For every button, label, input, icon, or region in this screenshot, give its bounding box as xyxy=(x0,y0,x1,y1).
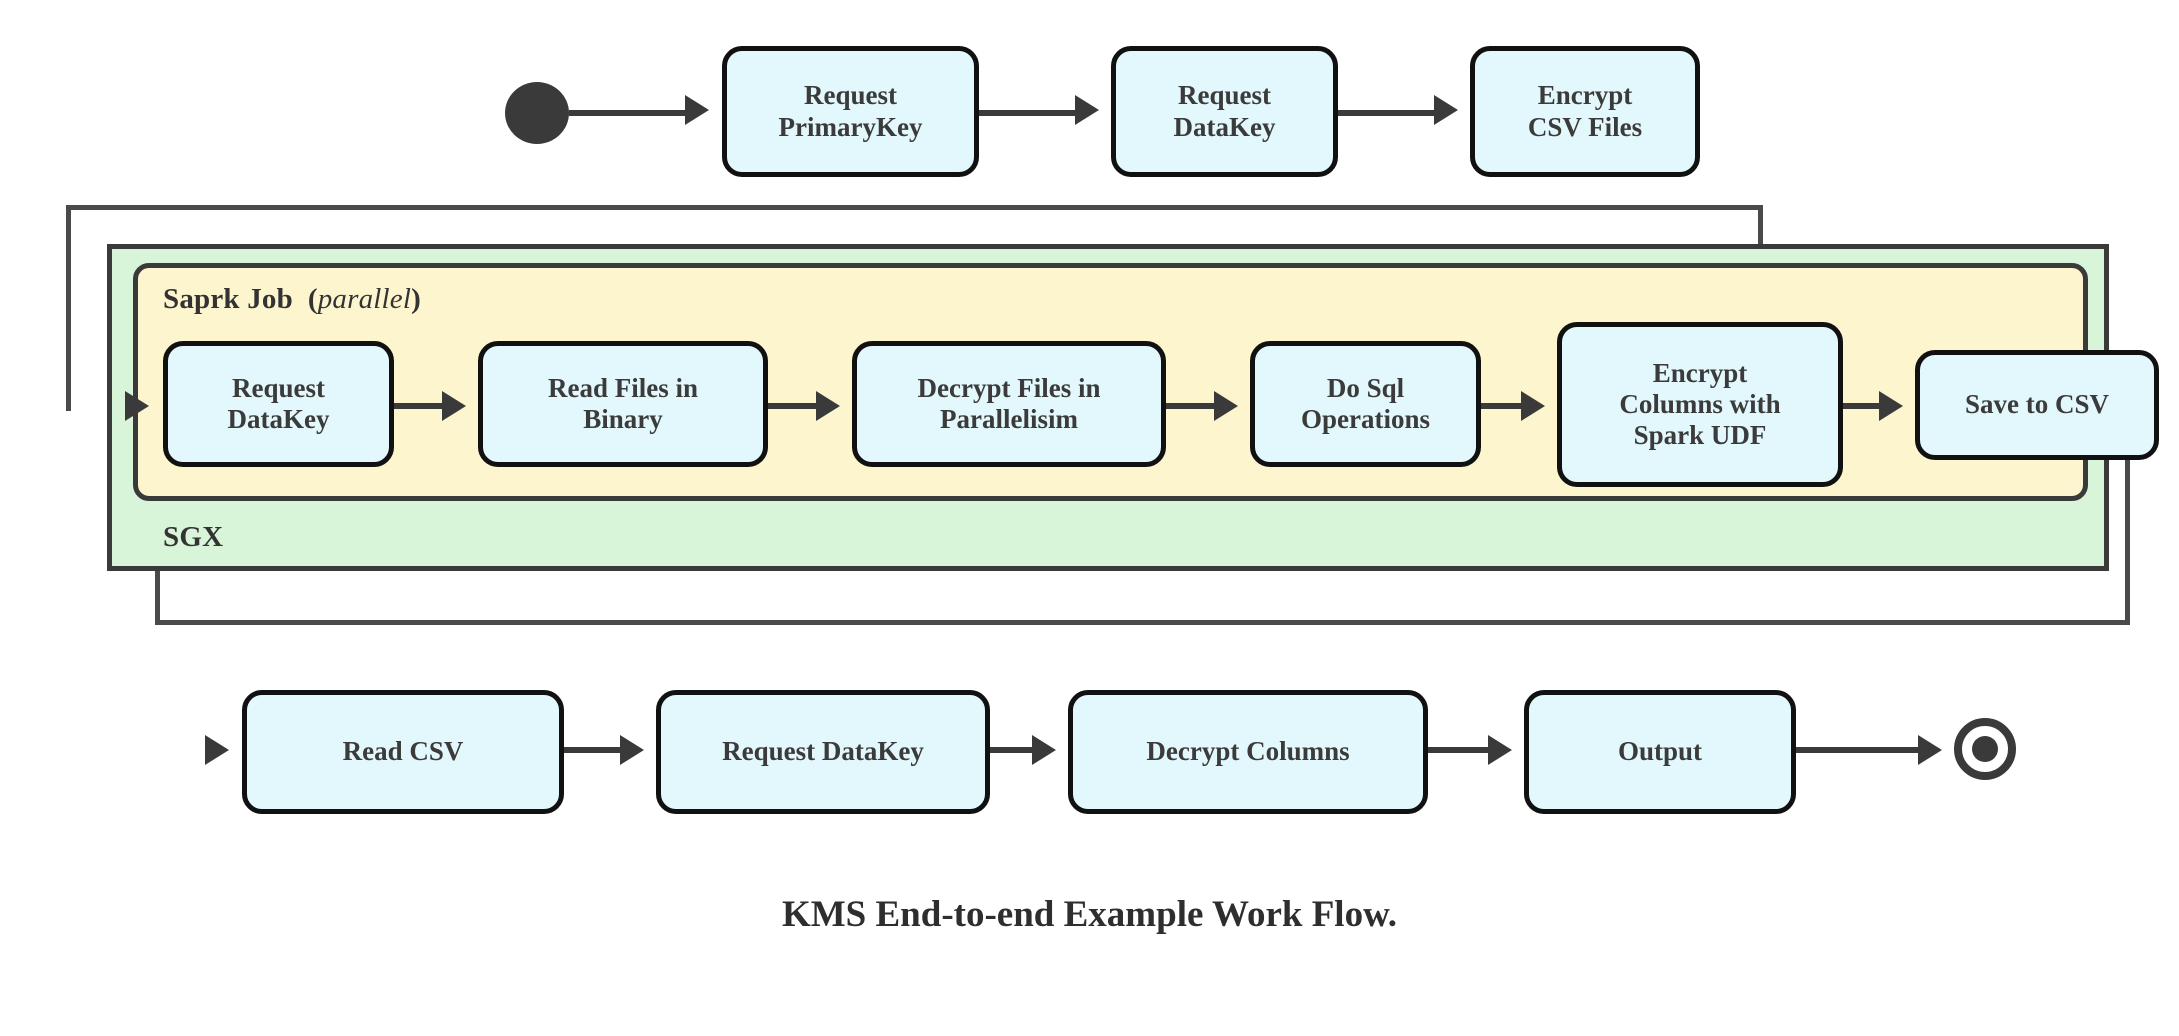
arrowhead-output-to-end xyxy=(1918,735,1942,765)
connector-output-to-end xyxy=(1796,747,1918,753)
node-do-sql-operations[interactable]: Do Sql Operations xyxy=(1250,341,1481,467)
node-request-datakey-top-line-1: DataKey xyxy=(1173,111,1276,142)
arrowhead-dosql-to-encryptcolumns xyxy=(1521,391,1545,421)
node-decrypt-columns[interactable]: Decrypt Columns xyxy=(1068,690,1428,814)
end-node-inner-dot xyxy=(1972,736,1998,762)
connector-datakey-to-decryptcolumns xyxy=(990,747,1032,753)
node-encrypt-csv-files-line-0: Encrypt xyxy=(1537,80,1633,111)
arrowhead-spark-datakey-to-readfiles xyxy=(442,391,466,421)
spark-job-paren-open: ( xyxy=(307,283,318,315)
spark-job-paren-close: ) xyxy=(411,283,421,315)
connector-dosql-to-encryptcolumns xyxy=(1481,403,1521,409)
connector-readcsv-to-datakey xyxy=(564,747,620,753)
sgx-label: SGX xyxy=(163,521,224,553)
connector-readfiles-to-decrypt xyxy=(768,403,816,409)
connector-decryptcolumns-to-output xyxy=(1428,747,1488,753)
node-save-to-csv[interactable]: Save to CSV xyxy=(1915,350,2159,460)
spark-job-label: Saprk Job (parallel) xyxy=(163,283,421,316)
node-do-sql-line-1: Operations xyxy=(1300,404,1430,434)
connector-datakey-to-encrypt-csv xyxy=(1338,110,1434,116)
connector-spark-datakey-to-readfiles xyxy=(394,403,442,409)
node-encrypt-columns-with-spark-udf[interactable]: Encrypt Columns with Spark UDF xyxy=(1557,322,1843,487)
connector-start-to-primarykey xyxy=(569,110,685,116)
node-encrypt-columns-line-2: Spark UDF xyxy=(1633,420,1767,451)
node-read-csv-line-0: Read CSV xyxy=(342,736,464,767)
node-request-primarykey-line-0: Request xyxy=(803,80,897,111)
arrowhead-datakey-to-encrypt-csv xyxy=(1434,95,1458,125)
node-request-datakey-bottom-line-0: Request DataKey xyxy=(722,736,924,767)
node-decrypt-files-in-parallelisim[interactable]: Decrypt Files in Parallelisim xyxy=(852,341,1166,467)
node-request-datakey-spark-line-0: Request xyxy=(231,372,325,403)
arrowhead-into-spark-request-datakey xyxy=(125,391,149,421)
node-encrypt-columns-line-0: Encrypt xyxy=(1652,357,1748,388)
arrowhead-encryptcolumns-to-savecsv xyxy=(1879,391,1903,421)
node-encrypt-columns-line-1: Columns with xyxy=(1619,388,1781,419)
connector-decrypt-to-dosql xyxy=(1166,403,1214,409)
arrowhead-decryptcolumns-to-output xyxy=(1488,735,1512,765)
node-request-datakey-top[interactable]: Request DataKey xyxy=(1111,46,1338,177)
diagram-caption: KMS End-to-end Example Work Flow. xyxy=(781,894,1398,935)
node-encrypt-csv-files-line-1: CSV Files xyxy=(1527,111,1643,142)
node-output-line-0: Output xyxy=(1617,736,1703,767)
node-request-datakey-top-line-0: Request xyxy=(1177,80,1271,111)
spark-job-label-bold: Saprk Job xyxy=(163,283,293,315)
node-save-to-csv-line-0: Save to CSV xyxy=(1964,389,2109,420)
arrowhead-readfiles-to-decrypt xyxy=(816,391,840,421)
node-request-datakey-spark[interactable]: Request DataKey xyxy=(163,341,394,467)
node-do-sql-line-0: Do Sql xyxy=(1326,372,1405,403)
node-decrypt-files-line-1: Parallelisim xyxy=(940,404,1078,434)
connector-primarykey-to-datakey xyxy=(979,110,1075,116)
node-request-primarykey-line-1: PrimaryKey xyxy=(778,111,923,142)
spark-job-label-italic: parallel xyxy=(317,283,412,315)
node-read-files-in-binary-line-0: Read Files in xyxy=(547,372,698,403)
node-decrypt-columns-line-0: Decrypt Columns xyxy=(1146,736,1350,767)
node-read-csv[interactable]: Read CSV xyxy=(242,690,564,814)
connector-encryptcolumns-to-savecsv xyxy=(1843,403,1879,409)
node-request-datakey-bottom[interactable]: Request DataKey xyxy=(656,690,990,814)
end-node-icon xyxy=(1954,718,2016,780)
arrowhead-into-read-csv xyxy=(205,735,229,765)
node-read-files-in-binary[interactable]: Read Files in Binary xyxy=(478,341,768,467)
start-node-icon xyxy=(505,82,569,144)
arrowhead-start-to-primarykey xyxy=(685,95,709,125)
arrowhead-primarykey-to-datakey xyxy=(1075,95,1099,125)
arrowhead-datakey-to-decryptcolumns xyxy=(1032,735,1056,765)
node-output[interactable]: Output xyxy=(1524,690,1796,814)
node-request-primarykey[interactable]: Request PrimaryKey xyxy=(722,46,979,177)
node-request-datakey-spark-line-1: DataKey xyxy=(227,404,330,434)
arrowhead-decrypt-to-dosql xyxy=(1214,391,1238,421)
arrowhead-readcsv-to-datakey xyxy=(620,735,644,765)
node-encrypt-csv-files[interactable]: Encrypt CSV Files xyxy=(1470,46,1700,177)
node-read-files-in-binary-line-1: Binary xyxy=(583,404,663,434)
node-decrypt-files-line-0: Decrypt Files in xyxy=(917,372,1101,403)
